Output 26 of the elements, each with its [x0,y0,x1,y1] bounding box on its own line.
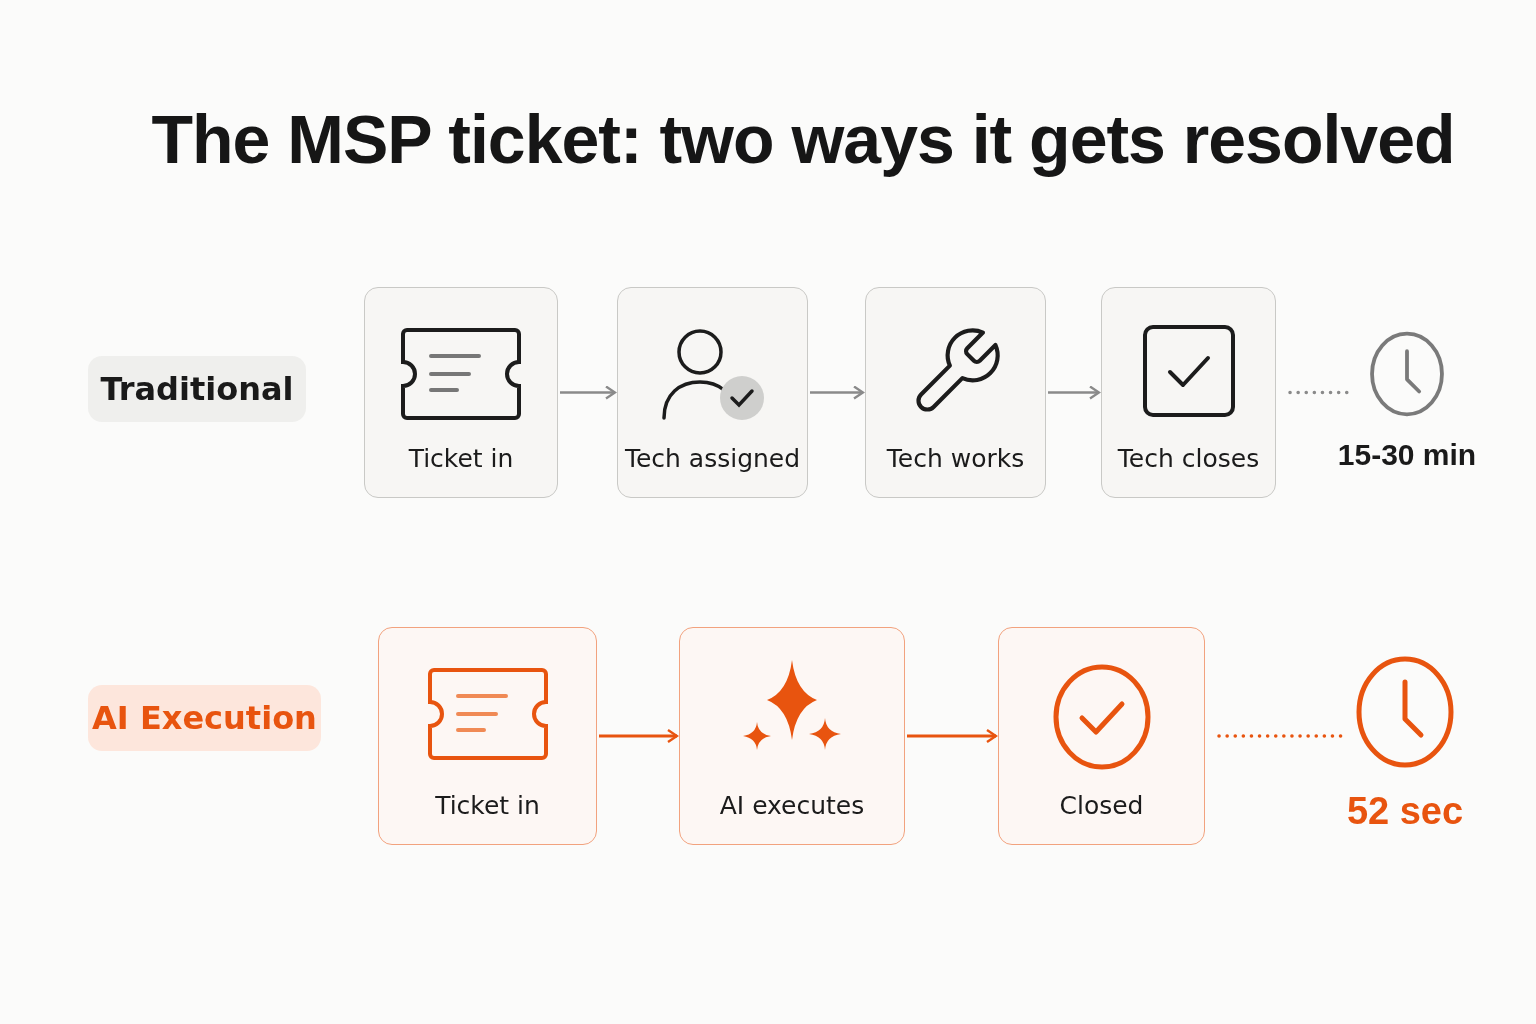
arrow [907,728,998,744]
duration-label: 52 sec [1346,790,1464,833]
row-label-text: Traditional [100,370,294,408]
step-card [1101,287,1276,498]
step-card [679,627,905,845]
title: The MSP ticket: two ways it gets resolved [150,100,1456,178]
step-label: Tech assigned [623,444,802,473]
arrow [810,385,865,400]
step-label: Tech works [885,444,1026,473]
step-label: Ticket in [407,444,515,473]
dotted-connector [1288,390,1352,395]
step-card [378,627,597,845]
arrow [1048,385,1101,400]
row-label-text: AI Execution [92,699,317,737]
step-card [617,287,808,498]
duration-label: 15-30 min [1337,438,1477,472]
step-label: Tech closes [1116,444,1261,473]
row-label [88,685,321,751]
step-card [364,287,558,498]
arrow [560,385,617,400]
step-card [998,627,1205,845]
step-label: AI executes [718,791,866,820]
step-label: Ticket in [434,791,541,820]
arrow [599,728,679,744]
step-card [865,287,1046,498]
step-label: Closed [1058,791,1145,820]
